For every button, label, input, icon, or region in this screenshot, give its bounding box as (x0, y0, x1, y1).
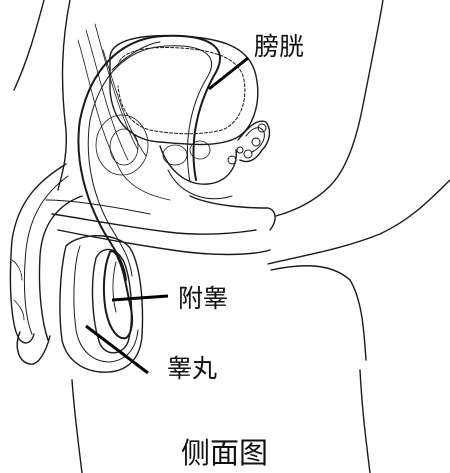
seminal-vesicles (228, 121, 269, 164)
label-bladder: 膀胱 (254, 34, 304, 59)
leader-epididymis (112, 296, 168, 300)
bladder (110, 36, 258, 145)
prostate-area (160, 146, 275, 230)
epididymis (104, 251, 132, 338)
label-testis: 睾丸 (167, 356, 217, 381)
figure-caption: 侧面图 (181, 439, 268, 468)
label-epididymis: 附睾 (178, 286, 228, 311)
penis (10, 164, 270, 364)
vas-deferens (78, 36, 220, 280)
